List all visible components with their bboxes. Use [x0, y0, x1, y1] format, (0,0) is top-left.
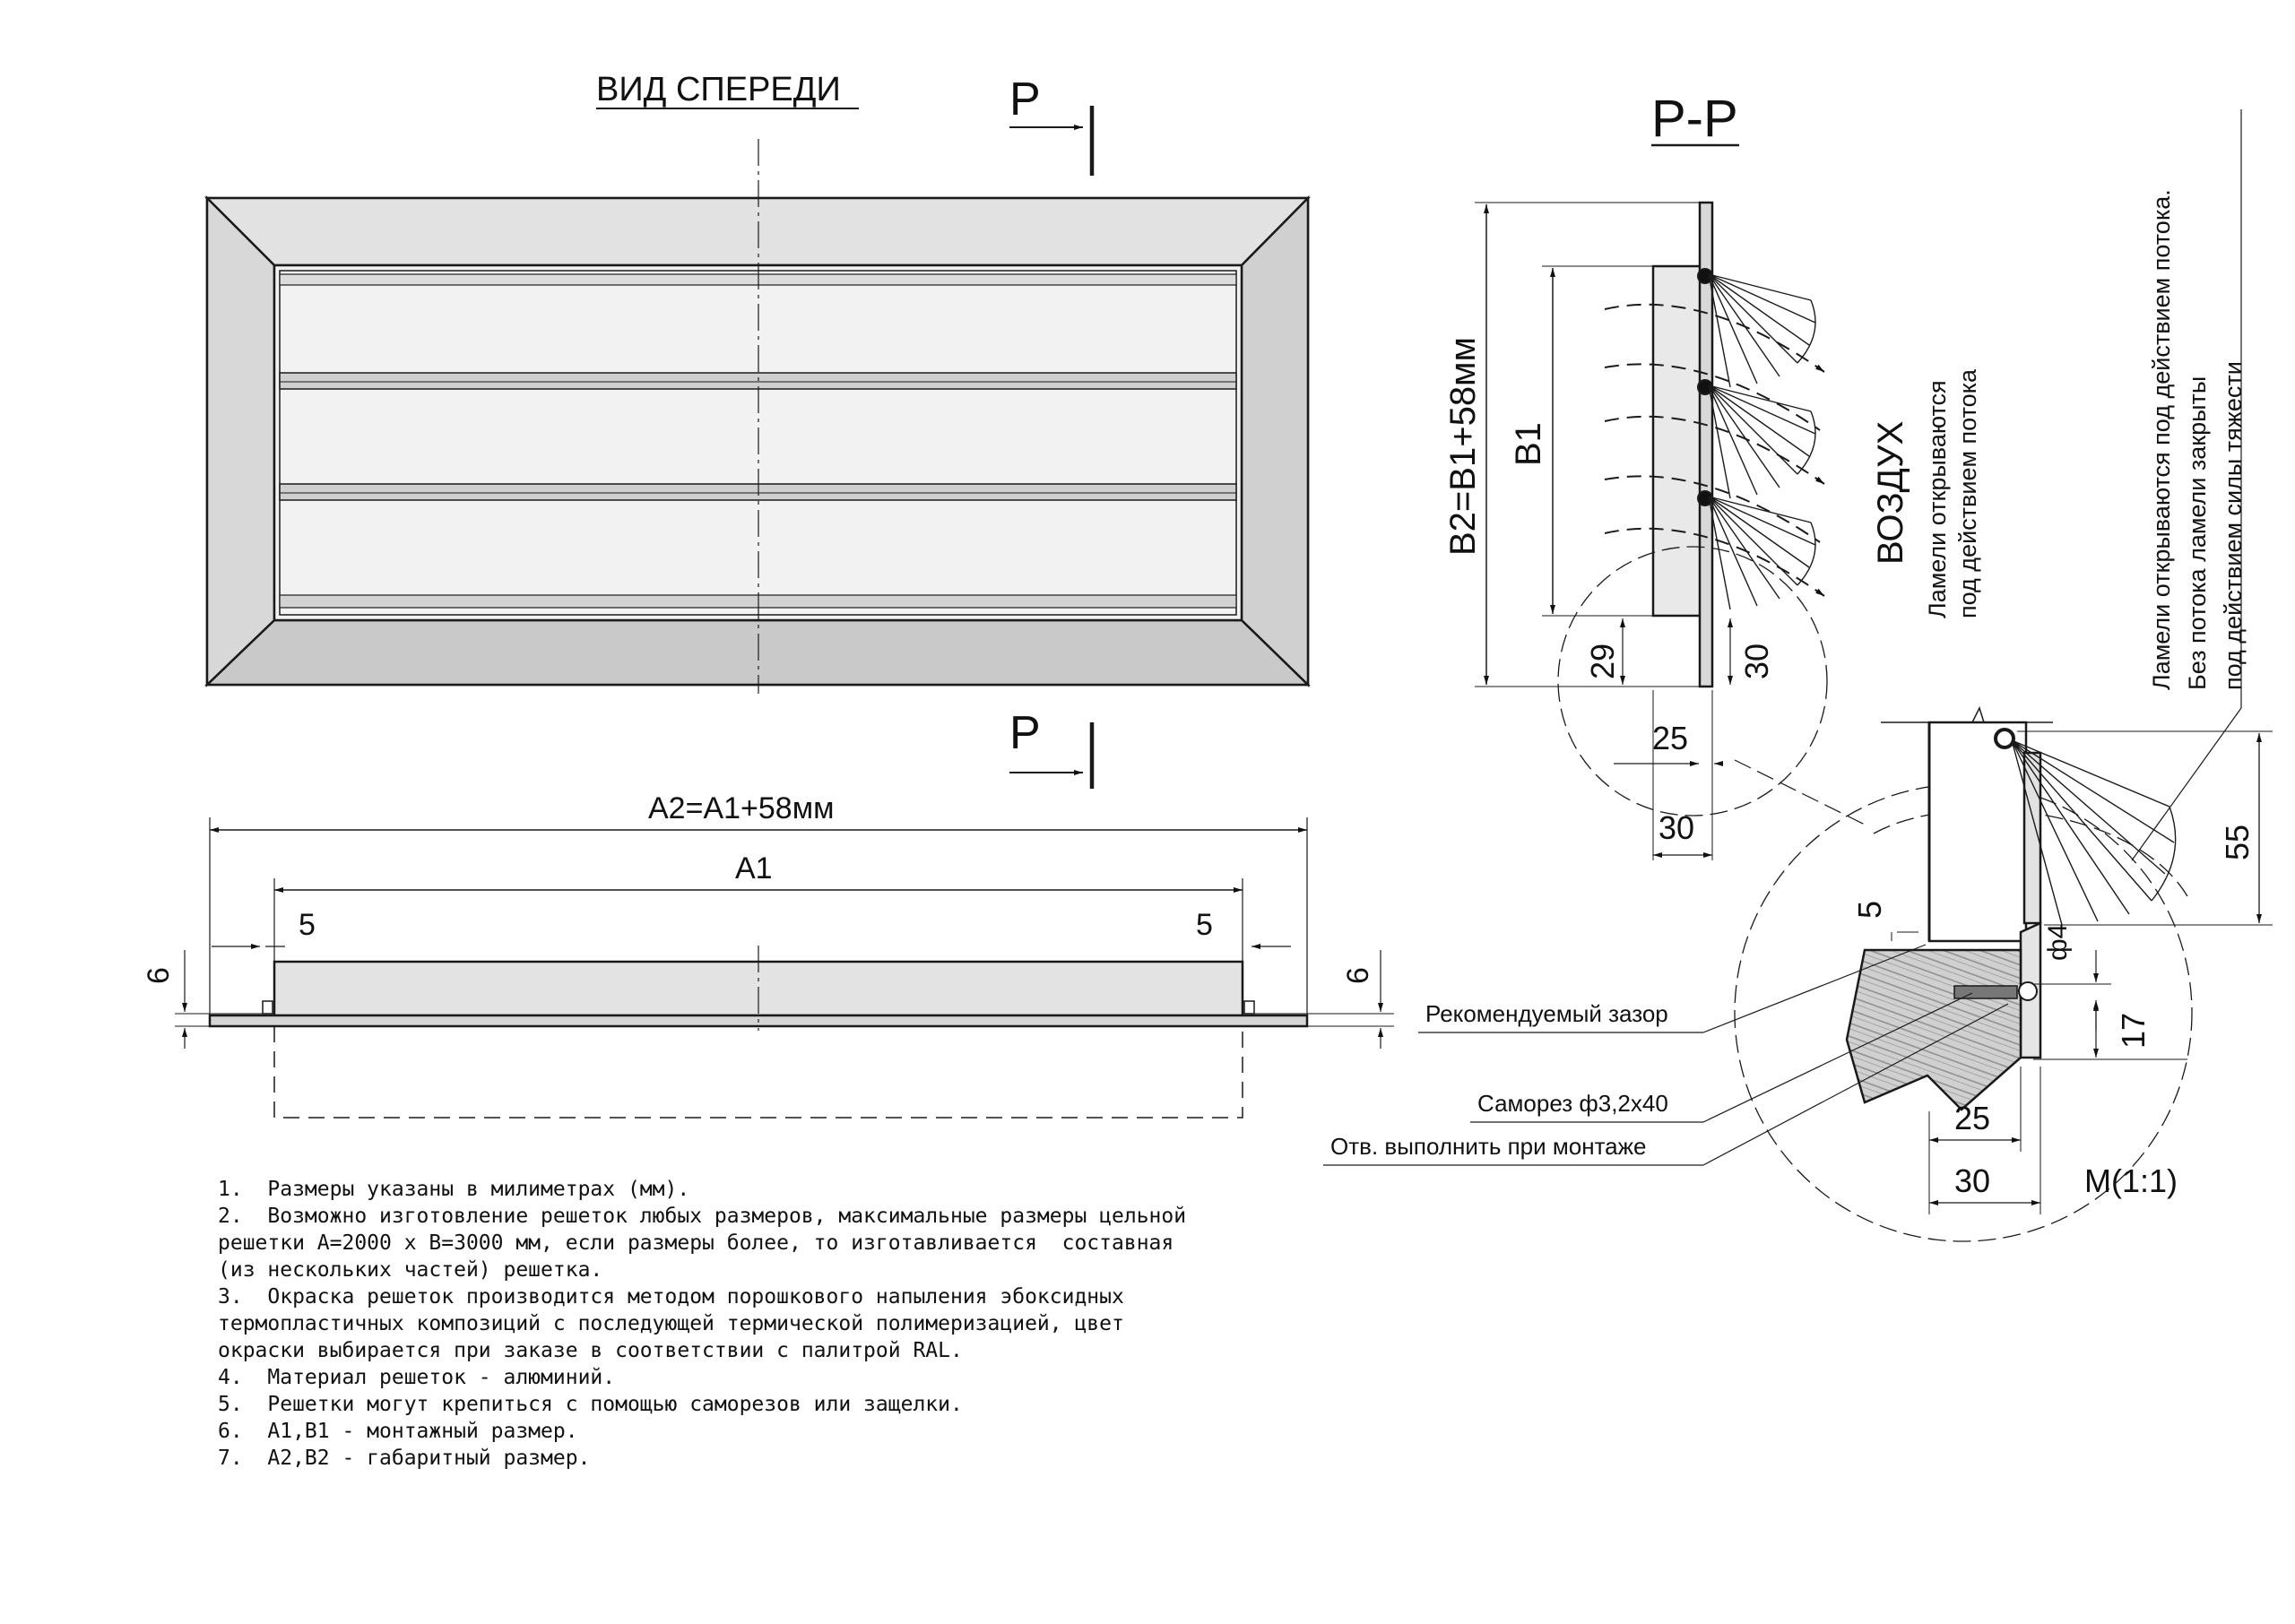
note-item: 4. Материал решеток - алюминий. — [218, 1366, 616, 1389]
front-view-title: ВИД СПЕРЕДИ — [596, 71, 841, 108]
callout-hole: Отв. выполнить при монтаже — [1330, 1133, 1647, 1160]
side-note-1: Ламели открываются под действием потока. — [2148, 189, 2175, 690]
note-item: 7. А2,В2 - габаритный размер. — [218, 1447, 591, 1470]
dim-5-right: 5 — [1196, 908, 1213, 942]
dim-6-left: 6 — [142, 967, 176, 984]
front-view: ВИД СПЕРЕДИ Р Р — [204, 71, 1312, 789]
flow-note-2: под действием потока — [1954, 368, 1981, 618]
air-label: ВОЗДУХ — [1871, 421, 1910, 565]
callout-gap: Рекомендуемый зазор — [1425, 1000, 1668, 1027]
note-item: 2. Возможно изготовление решеток любых р… — [218, 1205, 1199, 1282]
top-view: A2=A1+58мм A1 5 5 6 6 — [142, 791, 1394, 1119]
dim-29: 29 — [1584, 644, 1621, 679]
note-item: 5. Решетки могут крепиться с помощью сам… — [218, 1393, 963, 1416]
note-item: 3. Окраска решеток производится методом … — [218, 1285, 1137, 1362]
side-note-3: под действием силы тяжести — [2220, 361, 2247, 690]
dim-5-left: 5 — [299, 908, 316, 942]
dim-30-detail: 30 — [1954, 1162, 1990, 1199]
dim-55: 55 — [2219, 825, 2256, 860]
dim-phi4: ф4 — [2043, 924, 2073, 961]
section-view: Р-Р B2=B1+58мм B1 — [1443, 90, 1981, 860]
scale-label: М(1:1) — [2084, 1162, 2178, 1199]
section-mark-top: Р — [1009, 73, 1041, 125]
a1-dimension-label: A1 — [735, 851, 773, 885]
note-item: 1. Размеры указаны в милиметрах (мм). — [218, 1178, 690, 1201]
callout-screw: Саморез ф3,2х40 — [1477, 1090, 1668, 1117]
a2-dimension-label: A2=A1+58мм — [648, 791, 834, 825]
flow-note-1: Ламели открываются — [1924, 380, 1951, 618]
dim-5-detail: 5 — [1851, 901, 1888, 919]
side-note-2: Без потока ламели закрыты — [2184, 376, 2211, 690]
dim-17: 17 — [2115, 1013, 2152, 1049]
dim-25-section: 25 — [1652, 720, 1688, 756]
section-mark-bottom: Р — [1009, 707, 1041, 759]
dim-30-right: 30 — [1738, 644, 1775, 679]
section-view-title: Р-Р — [1651, 90, 1738, 148]
b1-dimension-label: B1 — [1509, 422, 1548, 466]
note-item: 6. А1,В1 - монтажный размер. — [218, 1420, 578, 1443]
dim-25-detail: 25 — [1954, 1100, 1990, 1136]
detail-view: 55 5 ф4 17 25 30 М(1:1) Рекомендуемый за… — [1323, 109, 2273, 1242]
dim-6-right: 6 — [1341, 967, 1375, 984]
notes-list: 1. Размеры указаны в милиметрах (мм). 2.… — [218, 1176, 1222, 1472]
b2-dimension-label: B2=B1+58мм — [1443, 337, 1483, 556]
